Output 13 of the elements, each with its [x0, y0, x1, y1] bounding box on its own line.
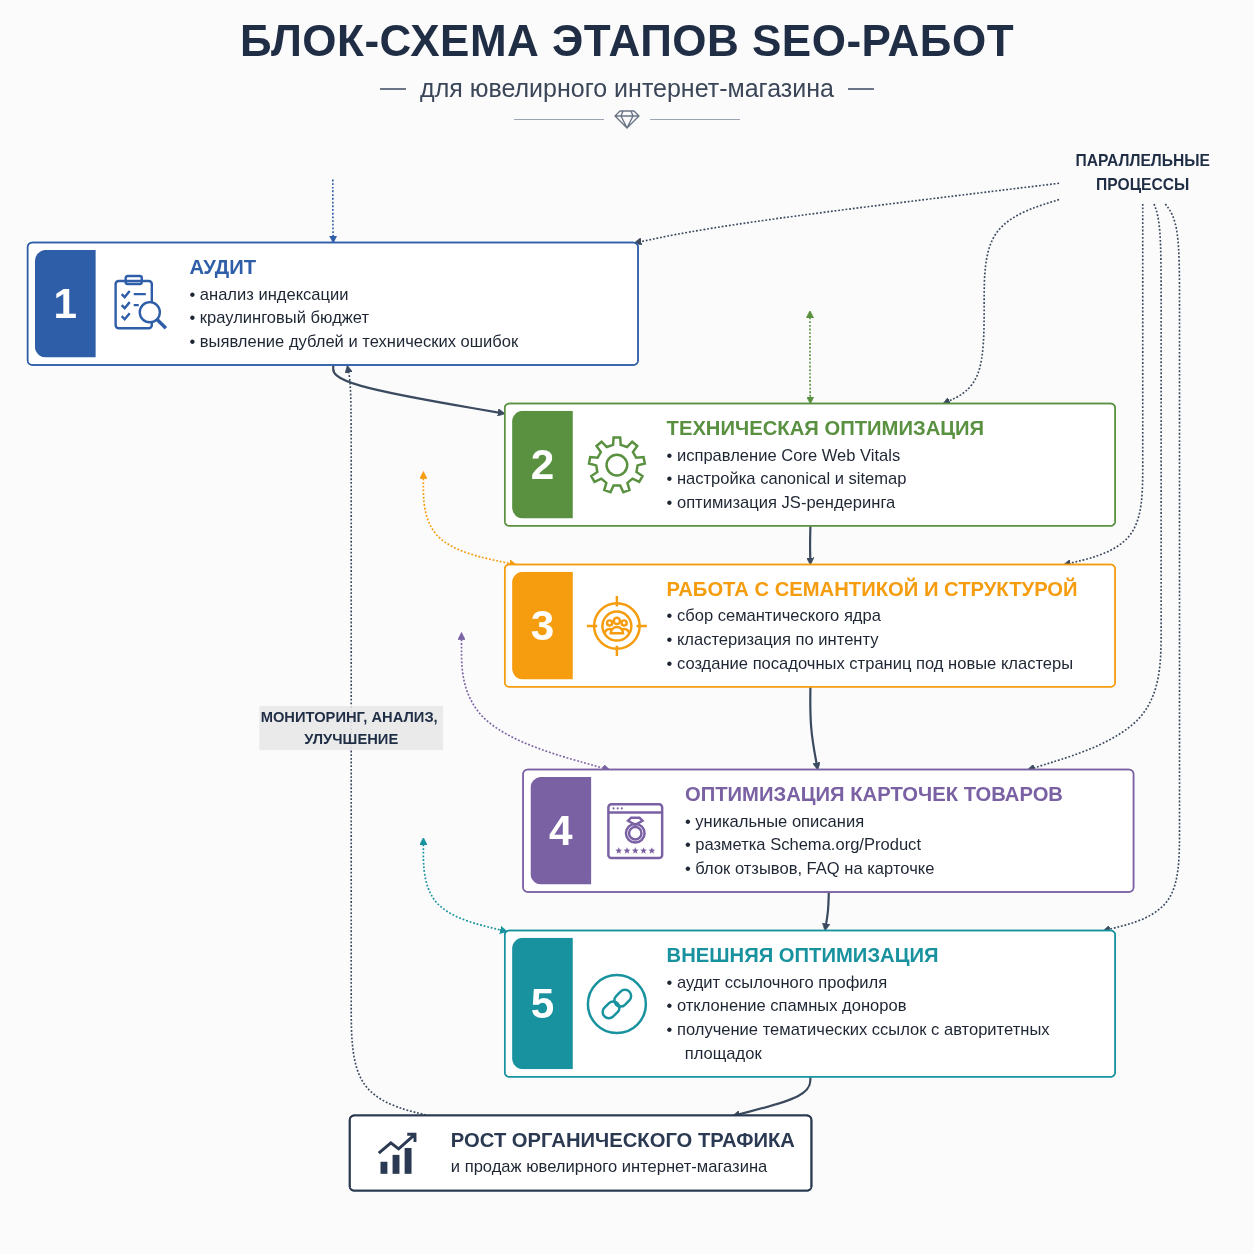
- arrow: [332, 365, 506, 417]
- arrow: [329, 178, 338, 244]
- arrow: [822, 892, 831, 932]
- subtitle: для ювелирного интернет-магазина: [420, 74, 834, 103]
- node-text: ПАРАЛЛЕЛЬНЫЕ ПРОЦЕССЫ: [1075, 152, 1211, 194]
- arrow: [633, 182, 1060, 246]
- arrow: [942, 198, 1060, 405]
- arrow: [809, 687, 821, 771]
- arrow: [806, 526, 815, 566]
- arrow: [805, 310, 815, 405]
- arrow: [419, 837, 508, 934]
- edge-label: МОНИТОРИНГ, АНАЛИЗ, УЛУЧШЕНИЕ: [260, 708, 438, 747]
- title: БЛОК-СХЕМА ЭТАПОВ SEO-РАБОТ: [239, 16, 1015, 66]
